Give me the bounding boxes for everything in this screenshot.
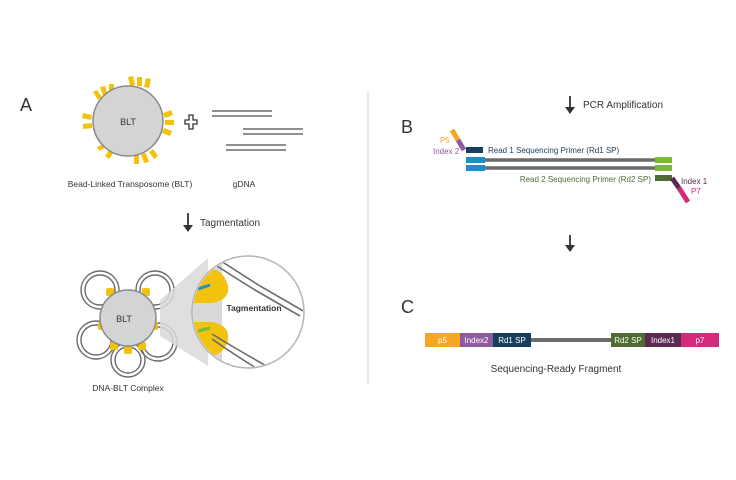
zoom-label: Tagmentation: [226, 303, 281, 313]
reverse-primer-assembly: [655, 175, 691, 204]
rd2-sp-segment-label: Rd2 SP: [614, 336, 642, 345]
zoom-detail: Tagmentation: [191, 255, 305, 369]
down-arrow-icon: [565, 96, 575, 114]
fragment-insert: [531, 338, 611, 342]
zoom-green-adapter: [197, 326, 211, 333]
index2-segment-bar: [460, 333, 493, 347]
down-arrow-icon: [565, 235, 575, 252]
p7-label: P7: [691, 187, 701, 196]
index2-segment: [455, 138, 467, 152]
fragment-segments: p5 Index2 Rd1 SP Rd2 SP Index1 p7: [425, 333, 719, 347]
rd1-sp-segment: [466, 147, 483, 153]
blt-bead-group: BLT: [82, 76, 174, 164]
complex-caption: DNA-BLT Complex: [92, 383, 164, 393]
rd1-sp-segment-bar: [493, 333, 531, 347]
panel-a-letter: A: [20, 95, 32, 115]
complex-bead-label: BLT: [116, 314, 132, 324]
panel-b-letter: B: [401, 117, 413, 137]
index2-label: Index 2: [433, 147, 460, 156]
read1-label: Read 1 Sequencing Primer (Rd1 SP): [488, 146, 620, 155]
p5-label: P5: [440, 136, 450, 145]
blt-bead: [92, 85, 164, 157]
zoom-blue-adapter: [197, 283, 211, 291]
p7-segment: [676, 186, 691, 204]
rd2-sp-segment-bar: [611, 333, 645, 347]
tagmentation-step-label: Tagmentation: [200, 218, 260, 229]
p7-segment-label: p7: [696, 336, 705, 345]
p5-segment: [449, 128, 461, 142]
p7-segment-bar: [681, 333, 719, 347]
gdna-strands: [212, 110, 303, 151]
p5-segment-label: p5: [438, 336, 447, 345]
sequencing-ready-fragment: p5 Index2 Rd1 SP Rd2 SP Index1 p7: [425, 333, 719, 347]
blt-bead-label: BLT: [120, 117, 136, 127]
plus-icon: [184, 114, 198, 130]
down-arrow-icon: [183, 213, 193, 232]
zoom-cone: [160, 258, 208, 366]
read2-label: Read 2 Sequencing Primer (Rd2 SP): [520, 175, 652, 184]
rd2-sp-segment: [655, 175, 672, 181]
dna-blt-complex: BLT: [76, 270, 178, 378]
pcr-step-label: PCR Amplification: [583, 100, 663, 111]
fragment-caption: Sequencing-Ready Fragment: [491, 364, 622, 375]
blt-caption: Bead-Linked Transposome (BLT): [68, 179, 193, 189]
index2-segment-label: Index2: [464, 336, 489, 345]
index1-segment-bar: [645, 333, 681, 347]
index1-label: Index 1: [681, 177, 708, 186]
transposome-tabs: [82, 76, 174, 164]
p5-segment-bar: [425, 333, 460, 347]
gdna-caption: gDNA: [233, 179, 256, 189]
complex-bead: [99, 289, 157, 347]
index1-segment-label: Index1: [651, 336, 676, 345]
rd1-sp-segment-label: Rd1 SP: [498, 336, 526, 345]
tagmented-fragment: [466, 157, 672, 171]
panel-c-letter: C: [401, 297, 414, 317]
index1-segment: [669, 176, 682, 190]
forward-primer-assembly: [449, 128, 483, 153]
